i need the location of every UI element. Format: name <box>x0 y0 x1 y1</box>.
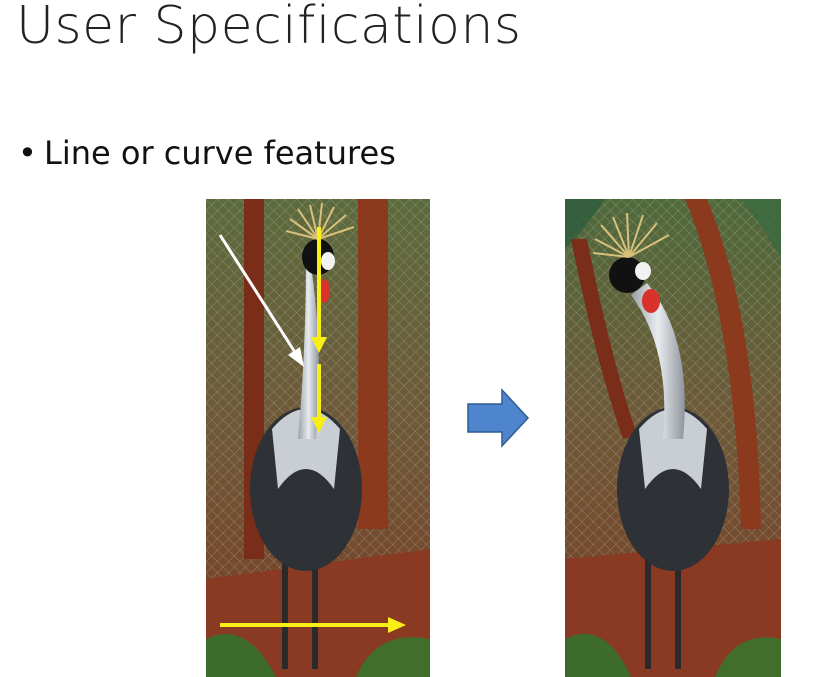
bullet-item: •Line or curve features <box>18 134 396 172</box>
annotation-arrows <box>218 227 406 633</box>
bullet-text: Line or curve features <box>44 134 396 172</box>
transition-arrow <box>466 388 530 448</box>
after-photo-drawing <box>565 199 781 677</box>
before-photo <box>206 199 430 677</box>
bullet-dot-icon: • <box>18 134 37 172</box>
before-photo-drawing <box>206 199 430 677</box>
right-arrow-icon <box>467 388 530 448</box>
after-photo <box>565 199 781 677</box>
slide-title: User Specifications <box>16 0 522 56</box>
